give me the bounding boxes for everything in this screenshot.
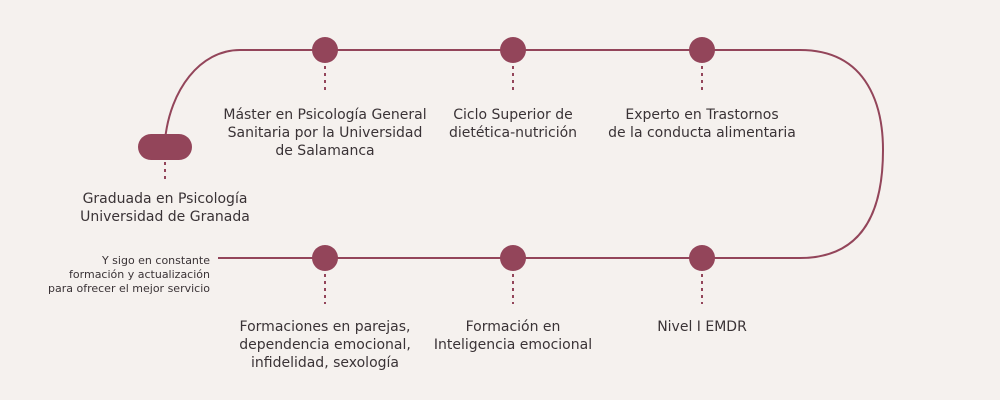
bottom-milestone-label-1: Formaciones en parejas, dependencia emoc… [239, 319, 411, 371]
bottom-milestone-dot-3 [689, 245, 715, 271]
top-milestone-dot-2 [500, 37, 526, 63]
start-pill [138, 134, 192, 160]
end-label: Y sigo en constante formación y actualiz… [48, 254, 210, 295]
timeline-path [164, 49, 885, 259]
bottom-milestone-label-2: Formación en Inteligencia emocional [433, 319, 593, 353]
start-label: Graduada en Psicología Universidad de Gr… [80, 191, 250, 225]
bottom-milestone-dot-2 [500, 245, 526, 271]
top-milestone-dot-1 [312, 37, 338, 63]
bottom-milestone-dot-1 [312, 245, 338, 271]
top-milestone-dot-3 [689, 37, 715, 63]
top-milestone-label-2: Ciclo Superior de dietética-nutrición [448, 107, 578, 141]
top-milestone-label-1: Máster en Psicología General Sanitaria p… [223, 107, 427, 159]
bottom-milestone-label-3: Nivel I EMDR [657, 319, 747, 335]
top-milestone-label-3: Experto en Trastornos de la conducta ali… [608, 107, 796, 141]
